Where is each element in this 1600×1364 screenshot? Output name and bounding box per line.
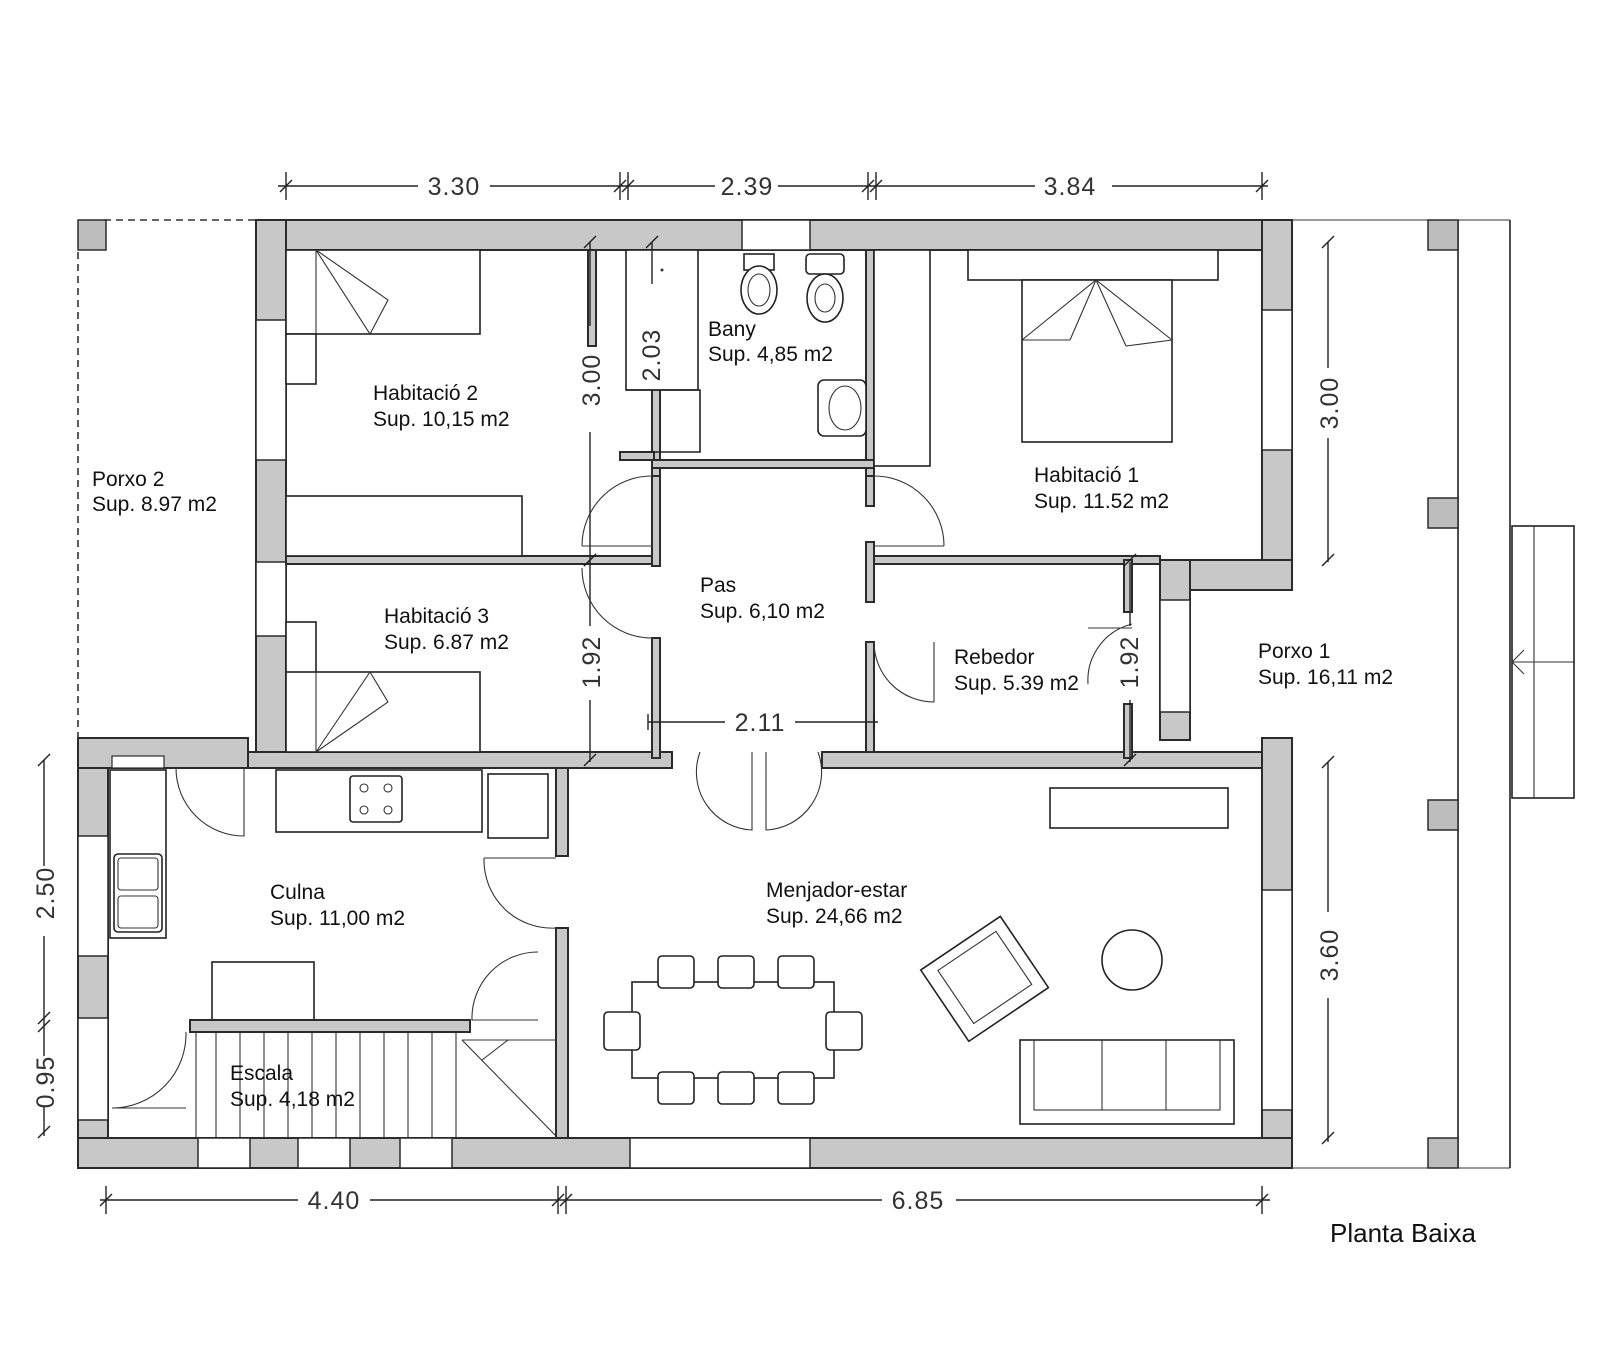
bany-area: Sup. 4,85 m2 xyxy=(708,343,833,366)
dim-left-2: 0.95 xyxy=(32,1056,60,1109)
porxo1-name: Porxo 1 xyxy=(1258,640,1330,663)
dim-top-2: 2.39 xyxy=(721,173,774,201)
dim-bany-width: 2.03 xyxy=(638,329,666,382)
room-rebedor: 1.92 xyxy=(1087,553,1144,767)
room-pas: 2.11 xyxy=(581,475,945,831)
dim-pas-width: 2.11 xyxy=(735,709,786,737)
rebedor-name: Rebedor xyxy=(954,646,1035,669)
habitacio2-name: Habitació 2 xyxy=(373,382,478,405)
habitacio3-area: Sup. 6.87 m2 xyxy=(384,631,509,654)
habitacio3-name: Habitació 3 xyxy=(384,605,489,628)
cuina-name: Culna xyxy=(270,881,325,904)
dim-top-3: 3.84 xyxy=(1044,173,1097,201)
habitacio2-area: Sup. 10,15 m2 xyxy=(373,408,510,431)
cuina-area: Sup. 11,00 m2 xyxy=(270,907,405,930)
room-cuina: 2.50 xyxy=(32,753,557,1026)
porch-1 xyxy=(1292,219,1575,1169)
escala-area: Sup. 4,18 m2 xyxy=(230,1088,355,1111)
dim-top-1: 3.30 xyxy=(428,173,481,201)
porxo1-area: Sup. 16,11 m2 xyxy=(1258,666,1393,689)
room-habitacio-1: 3.00 xyxy=(873,235,1344,567)
dim-left-1: 2.50 xyxy=(32,867,60,920)
dim-right-1: 3.00 xyxy=(1316,377,1344,430)
porxo2-name: Porxo 2 xyxy=(92,468,164,491)
room-labels: Porxo 2 Sup. 8.97 m2 Habitació 2 Sup. 10… xyxy=(92,318,1393,1111)
porxo2-area: Sup. 8.97 m2 xyxy=(92,493,217,516)
room-menjador-estar: 3.60 xyxy=(603,755,1344,1145)
dim-rebedor-height: 1.92 xyxy=(1116,636,1144,689)
room-habitacio-3: 1.92 xyxy=(285,553,606,767)
top-dimension-chain: 3.30 2.39 3.84 xyxy=(278,172,1269,201)
dim-hab2-height: 3.00 xyxy=(578,354,606,407)
menjador-area: Sup. 24,66 m2 xyxy=(766,905,903,928)
menjador-name: Menjador-estar xyxy=(766,879,907,902)
habitacio1-area: Sup. 11.52 m2 xyxy=(1034,490,1169,513)
habitacio1-name: Habitació 1 xyxy=(1034,464,1139,487)
pas-area: Sup. 6,10 m2 xyxy=(700,600,825,623)
escala-name: Escala xyxy=(230,1062,293,1085)
bany-name: Bany xyxy=(708,318,756,341)
bottom-dimension-chain: 4.40 6.85 xyxy=(99,1186,1270,1215)
dim-bottom-1: 4.40 xyxy=(308,1187,361,1215)
rebedor-area: Sup. 5.39 m2 xyxy=(954,672,1079,695)
room-habitacio-2: 3.00 xyxy=(285,235,606,567)
plan-title: Planta Baixa xyxy=(1330,1218,1477,1248)
dim-right-2: 3.60 xyxy=(1316,929,1344,982)
room-escala: 0.95 xyxy=(32,1019,557,1139)
dim-hab3-height: 1.92 xyxy=(578,636,606,689)
room-bany: 2.03 xyxy=(625,235,867,453)
dim-bottom-2: 6.85 xyxy=(892,1187,945,1215)
pas-name: Pas xyxy=(700,574,736,597)
porch-2 xyxy=(77,219,256,738)
